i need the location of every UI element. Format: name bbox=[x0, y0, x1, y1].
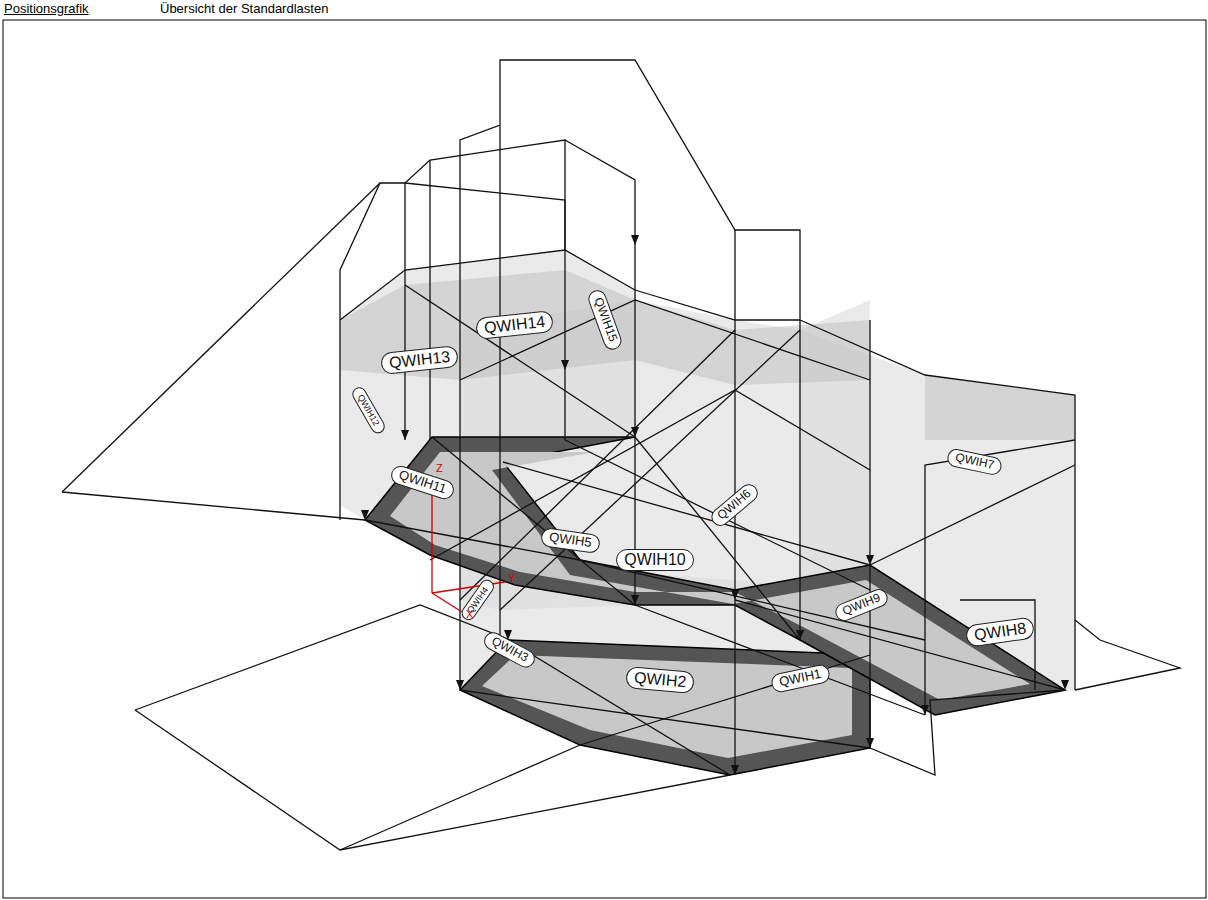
load-position-tag: QWIH12 bbox=[349, 385, 387, 436]
load-position-tag: QWIH6 bbox=[708, 480, 762, 529]
wireframe-lines bbox=[62, 60, 1180, 850]
load-position-tag: QWIH9 bbox=[833, 586, 891, 623]
load-position-tag: QWIH1 bbox=[769, 663, 830, 694]
position-label: QWIH12 bbox=[355, 392, 381, 427]
load-position-tag: QWIH8 bbox=[965, 616, 1036, 648]
axis-cross bbox=[432, 480, 505, 612]
wall-fill bbox=[340, 250, 1075, 775]
position-label: QWIH5 bbox=[548, 530, 592, 551]
position-label: QWIH15 bbox=[591, 296, 620, 344]
load-position-tag: QWIH5 bbox=[540, 527, 601, 554]
page-heading: Übersicht der Standardlasten bbox=[160, 1, 328, 16]
position-label: QWIH14 bbox=[484, 313, 547, 338]
load-position-tag: QWIH10 bbox=[616, 549, 693, 571]
position-label: QWIH3 bbox=[489, 635, 530, 666]
position-label: QWIH8 bbox=[973, 619, 1028, 645]
load-position-tag: QWIH14 bbox=[475, 310, 554, 340]
frame bbox=[3, 20, 1206, 898]
load-position-tag: QWIH4 bbox=[459, 577, 497, 623]
load-arrowheads bbox=[361, 235, 1069, 775]
page-heading: Positionsgrafik bbox=[4, 1, 89, 16]
position-label: QWIH6 bbox=[715, 487, 754, 523]
position-label: QWIH9 bbox=[841, 591, 883, 619]
load-position-tag: QWIH15 bbox=[586, 288, 624, 352]
axis-label: Y bbox=[508, 572, 515, 584]
axis-label: Z bbox=[436, 462, 443, 474]
axis-label: X bbox=[466, 608, 473, 620]
load-position-tag: QWIH3 bbox=[481, 629, 538, 671]
floor-slab bbox=[365, 437, 1065, 775]
load-position-tag: QWIH2 bbox=[625, 666, 695, 694]
position-label: QWIH1 bbox=[778, 666, 823, 689]
wall-fill-dark bbox=[340, 270, 1075, 440]
load-position-tag: QWIH7 bbox=[946, 448, 1004, 477]
load-position-tag: QWIH13 bbox=[380, 345, 459, 375]
position-label: QWIH2 bbox=[633, 669, 687, 692]
position-label: QWIH7 bbox=[954, 451, 995, 473]
position-label: QWIH13 bbox=[389, 348, 452, 373]
position-label: QWIH10 bbox=[624, 551, 685, 569]
load-position-tag: QWIH11 bbox=[388, 463, 456, 501]
